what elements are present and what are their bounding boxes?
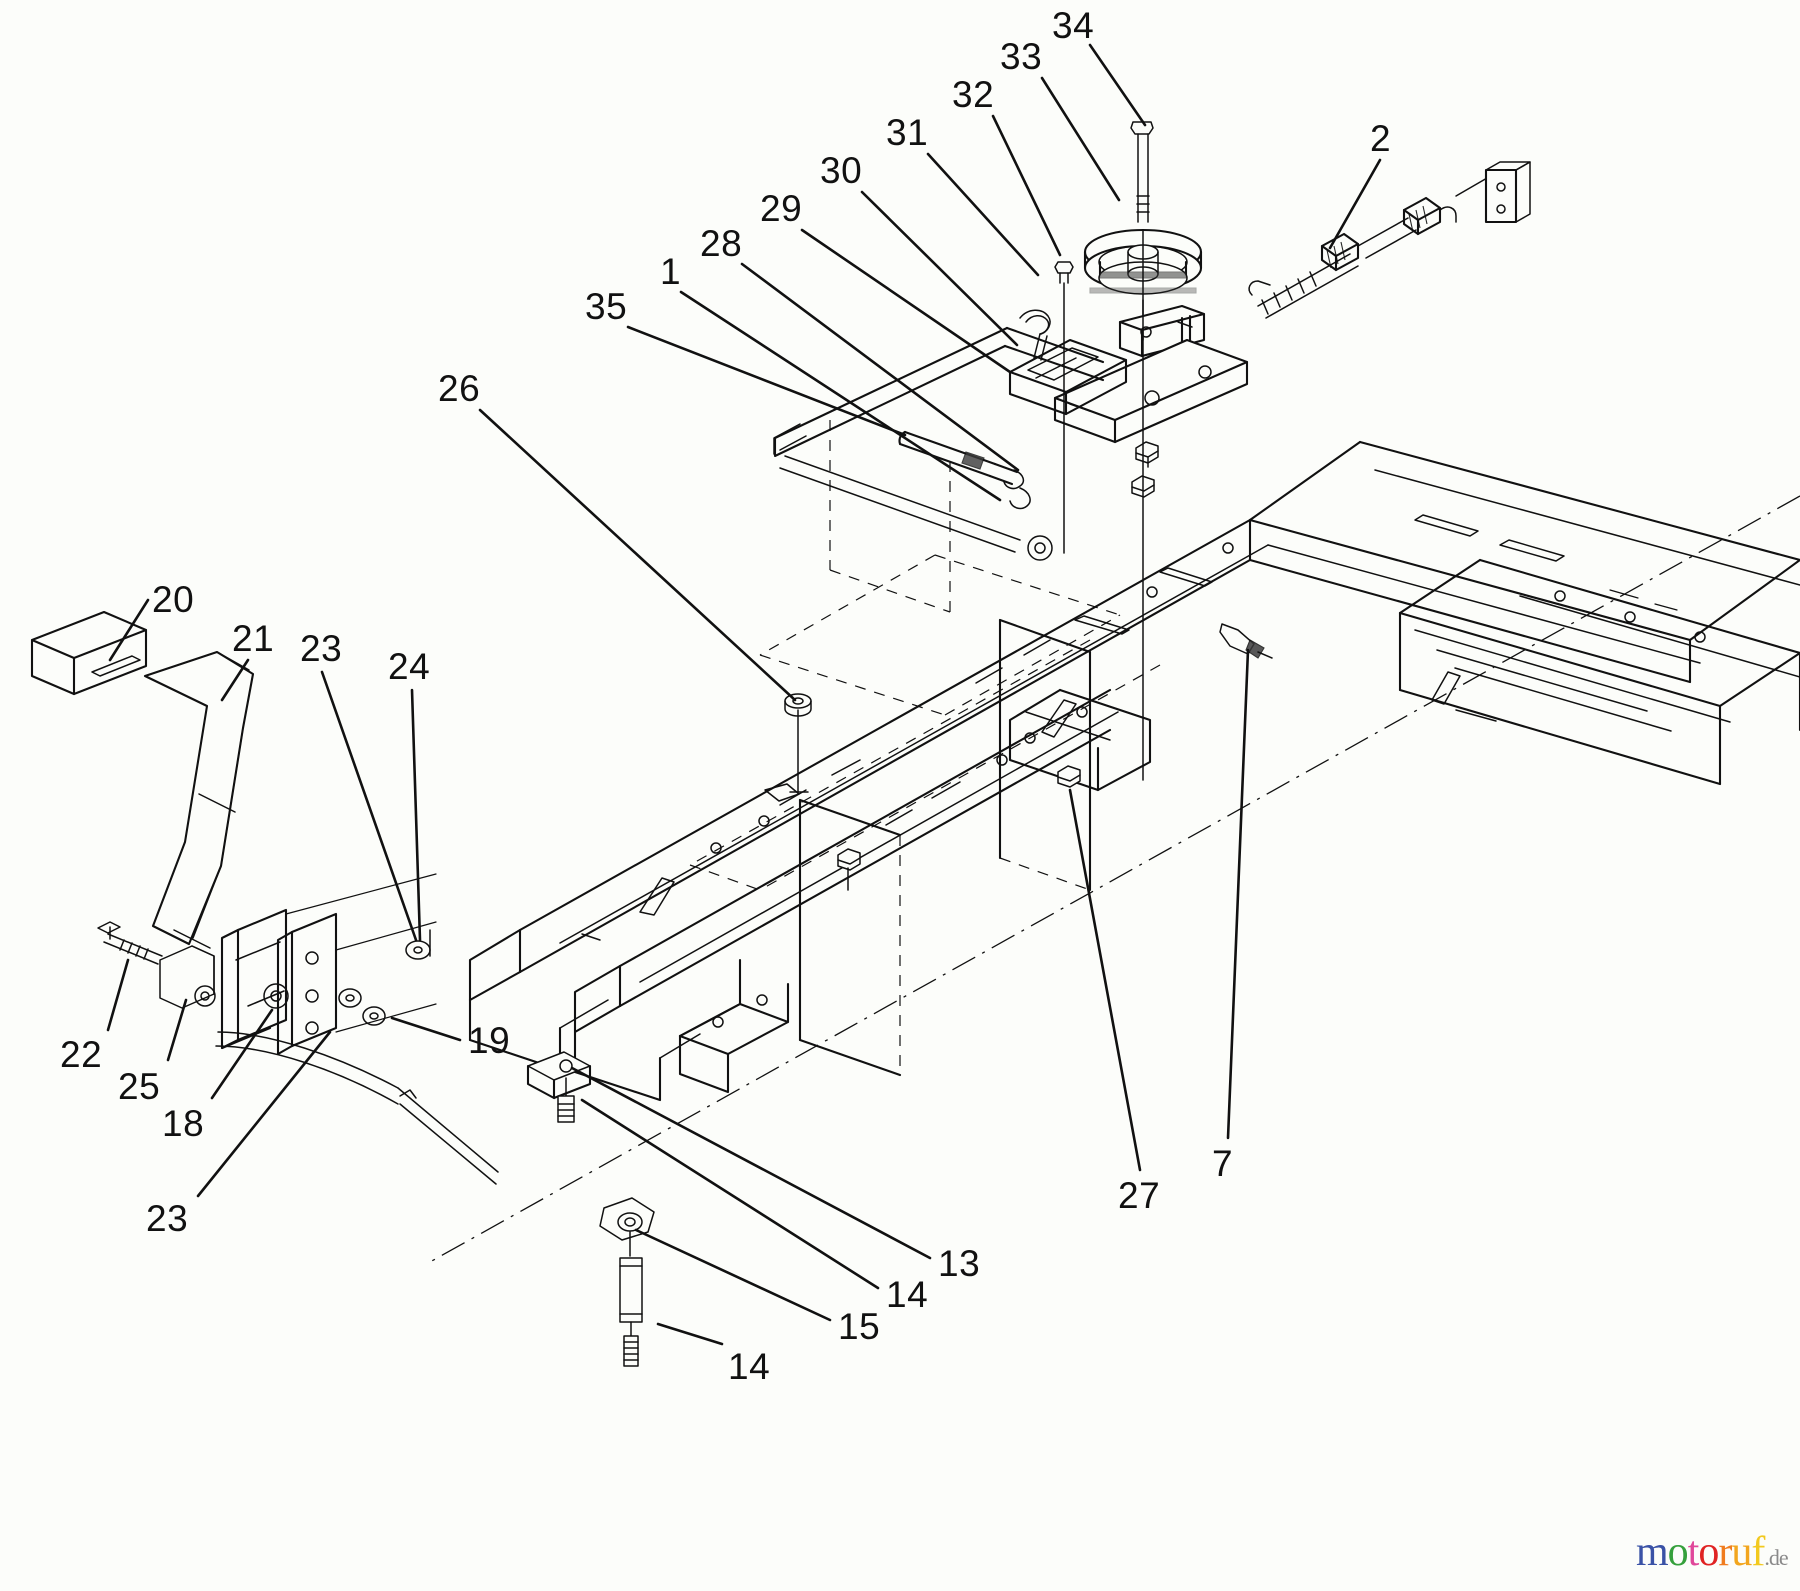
leader-line-27 xyxy=(1068,788,1142,1172)
watermark-letter: m xyxy=(1636,1529,1669,1575)
callout-number-29: 29 xyxy=(760,188,803,229)
rear-bracket xyxy=(678,958,790,1094)
leader-line-26 xyxy=(478,408,797,702)
lever-assembly xyxy=(30,610,437,1056)
callout-number-2: 2 xyxy=(1370,118,1392,159)
leader-line-25 xyxy=(166,998,188,1062)
callout-number-20: 20 xyxy=(152,579,195,620)
motoruf-watermark: motoruf.de xyxy=(1636,1529,1789,1575)
leader-line-15 xyxy=(634,1228,832,1322)
leader-line-32 xyxy=(991,114,1062,257)
callout-number-30: 30 xyxy=(820,150,863,191)
callout-number-14: 14 xyxy=(728,1346,771,1387)
leader-line-31 xyxy=(926,152,1040,277)
leader-line-24 xyxy=(410,688,422,942)
leader-line-35 xyxy=(626,325,907,437)
control-rod-assembly xyxy=(215,1031,655,1367)
watermark-suffix: .de xyxy=(1764,1545,1788,1570)
callout-number-23: 23 xyxy=(146,1198,189,1239)
callout-number-27: 27 xyxy=(1118,1175,1161,1216)
callout-number-23: 23 xyxy=(300,628,343,669)
watermark-letter: t xyxy=(1687,1529,1700,1575)
callout-number-1: 1 xyxy=(660,251,682,292)
leader-line-14 xyxy=(656,1322,724,1346)
callout-number-14: 14 xyxy=(886,1274,929,1315)
leader-line-1 xyxy=(679,290,1002,502)
watermark-letter: o xyxy=(1698,1529,1719,1575)
leader-line-13 xyxy=(570,1066,932,1260)
watermark-letter: r xyxy=(1718,1529,1732,1575)
deck-lift-plate xyxy=(773,309,1249,613)
fasteners-column xyxy=(784,261,1273,891)
callout-number-15: 15 xyxy=(838,1306,881,1347)
callout-number-31: 31 xyxy=(886,112,929,153)
leader-line-34 xyxy=(1088,43,1147,127)
leader-line-18 xyxy=(210,1008,274,1100)
leader-line-20 xyxy=(108,598,150,662)
leader-line-28 xyxy=(740,262,1020,472)
callout-number-33: 33 xyxy=(1000,36,1043,77)
watermark-letter: u xyxy=(1731,1529,1752,1575)
lift-rod-turnbuckle xyxy=(773,423,1053,561)
callout-number-22: 22 xyxy=(60,1034,103,1075)
callout-number-21: 21 xyxy=(232,618,275,659)
leader-line-30 xyxy=(860,190,1019,347)
callout-number-18: 18 xyxy=(162,1103,205,1144)
callout-leader-lines xyxy=(106,43,1382,1346)
idler-pulley-assembly xyxy=(1083,121,1206,358)
leader-line-29 xyxy=(800,228,1012,374)
leader-line-23 xyxy=(196,1030,332,1198)
callout-number-25: 25 xyxy=(118,1066,161,1107)
callout-number-28: 28 xyxy=(700,223,743,264)
callout-number-24: 24 xyxy=(388,646,431,687)
callout-number-35: 35 xyxy=(585,286,628,327)
leader-line-7 xyxy=(1226,648,1250,1140)
watermark-letter: f xyxy=(1751,1529,1765,1575)
leader-line-21 xyxy=(220,658,250,702)
watermark-letter: o xyxy=(1667,1529,1689,1575)
leader-line-22 xyxy=(106,958,130,1032)
leader-line-2 xyxy=(1328,158,1382,250)
leader-line-23 xyxy=(320,670,418,942)
extension-spring-assembly xyxy=(1248,161,1531,319)
callout-number-32: 32 xyxy=(952,74,995,115)
leader-line-14 xyxy=(580,1098,880,1290)
chassis-frame xyxy=(429,440,1800,1263)
callout-number-19: 19 xyxy=(468,1020,511,1061)
callout-number-26: 26 xyxy=(438,368,481,409)
leader-line-33 xyxy=(1040,76,1121,202)
callout-number-13: 13 xyxy=(938,1243,981,1284)
leader-line-19 xyxy=(390,1016,462,1042)
callout-number-34: 34 xyxy=(1052,5,1095,46)
callout-number-7: 7 xyxy=(1212,1143,1234,1184)
